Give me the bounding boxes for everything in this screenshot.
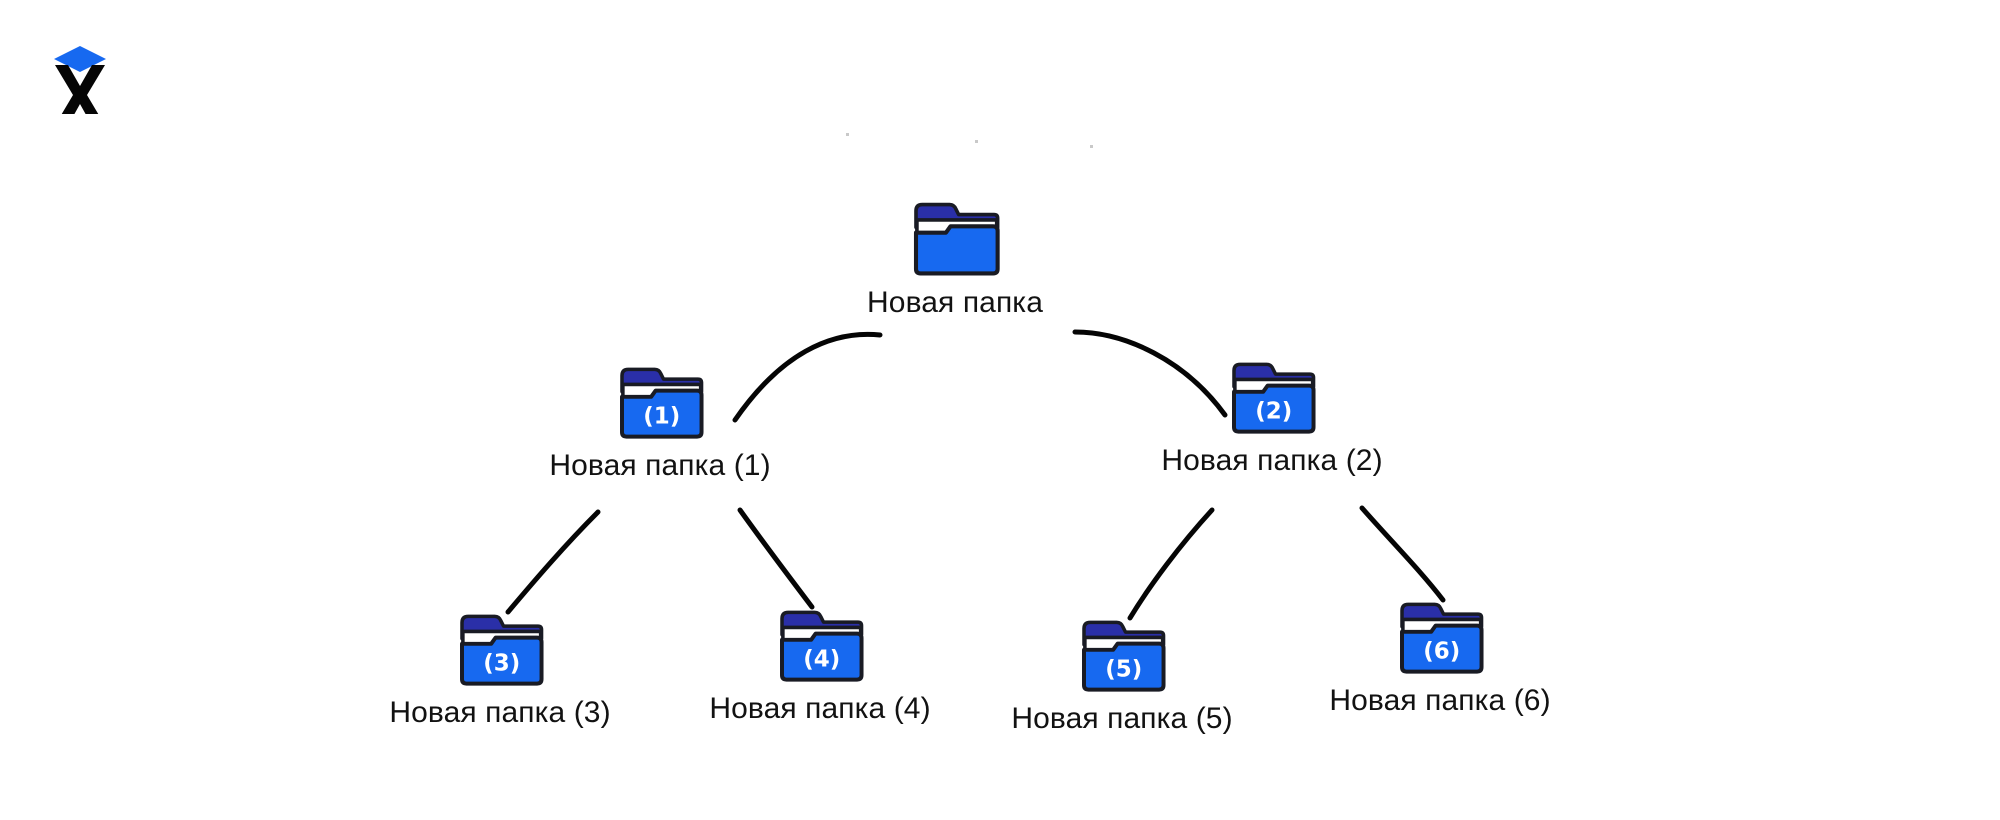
folder-badge: (1) bbox=[643, 403, 680, 429]
tree-node-n2[interactable]: (2) Новая папка (2) bbox=[1112, 360, 1432, 479]
node-label-n5: Новая папка (5) bbox=[1011, 702, 1233, 735]
folder-body bbox=[620, 388, 704, 439]
folder-icon-wrapper-n2[interactable]: (2) bbox=[1227, 360, 1317, 441]
folder-body bbox=[1232, 383, 1316, 434]
tree-node-n6[interactable]: (6) Новая папка (6) bbox=[1280, 600, 1600, 719]
artifact-speck-1 bbox=[975, 140, 978, 143]
folder-icon: (3) bbox=[460, 614, 544, 686]
folder-icon-wrapper-n3[interactable]: (3) bbox=[455, 612, 545, 693]
edge-n2-n5 bbox=[1127, 507, 1215, 621]
folder-body bbox=[913, 224, 1000, 276]
folder-badge: (2) bbox=[1255, 398, 1292, 424]
edge-n2-n6 bbox=[1359, 505, 1446, 603]
folder-icon: (2) bbox=[1232, 362, 1316, 434]
artifact-speck-2 bbox=[1090, 145, 1093, 148]
logo-letter-x-icon bbox=[55, 65, 105, 122]
node-label-n4: Новая папка (4) bbox=[709, 692, 931, 725]
tree-node-n4[interactable]: (4) Новая папка (4) bbox=[660, 608, 980, 727]
folder-badge: (4) bbox=[803, 646, 840, 672]
node-label-n3: Новая папка (3) bbox=[389, 696, 611, 729]
edge-n1-n4 bbox=[737, 507, 815, 610]
folder-icon-wrapper-n6[interactable]: (6) bbox=[1395, 600, 1485, 681]
tree-node-n3[interactable]: (3) Новая папка (3) bbox=[340, 612, 660, 731]
folder-body bbox=[460, 635, 544, 686]
folder-icon-wrapper-n1[interactable]: (1) bbox=[615, 365, 705, 446]
node-label-n1: Новая папка (1) bbox=[549, 449, 771, 482]
folder-badge: (5) bbox=[1105, 656, 1142, 682]
app-logo[interactable] bbox=[48, 42, 112, 122]
node-label-root: Новая папка bbox=[867, 286, 1043, 319]
folder-badge: (3) bbox=[483, 650, 520, 676]
tree-node-n1[interactable]: (1) Новая папка (1) bbox=[500, 365, 820, 484]
folder-icon: (4) bbox=[780, 610, 864, 682]
folder-icon-wrapper-n5[interactable]: (5) bbox=[1077, 618, 1167, 699]
artifact-speck-0 bbox=[846, 133, 849, 136]
folder-icon: (5) bbox=[1082, 620, 1166, 692]
tree-node-n5[interactable]: (5) Новая папка (5) bbox=[962, 618, 1282, 737]
folder-badge: (6) bbox=[1423, 638, 1460, 664]
folder-body bbox=[780, 631, 864, 682]
folder-icon-wrapper-n4[interactable]: (4) bbox=[775, 608, 865, 689]
folder-body bbox=[1082, 641, 1166, 692]
folder-body bbox=[1400, 623, 1484, 674]
tree-node-root[interactable]: Новая папка bbox=[795, 200, 1115, 321]
folder-icon: (6) bbox=[1400, 602, 1484, 674]
node-label-n2: Новая папка (2) bbox=[1161, 444, 1383, 477]
edge-n1-n3 bbox=[505, 509, 601, 615]
folder-icon-wrapper-root[interactable] bbox=[909, 200, 1001, 283]
folder-icon: (1) bbox=[620, 367, 704, 439]
folder-icon bbox=[913, 202, 1000, 276]
node-label-n6: Новая папка (6) bbox=[1329, 684, 1551, 717]
